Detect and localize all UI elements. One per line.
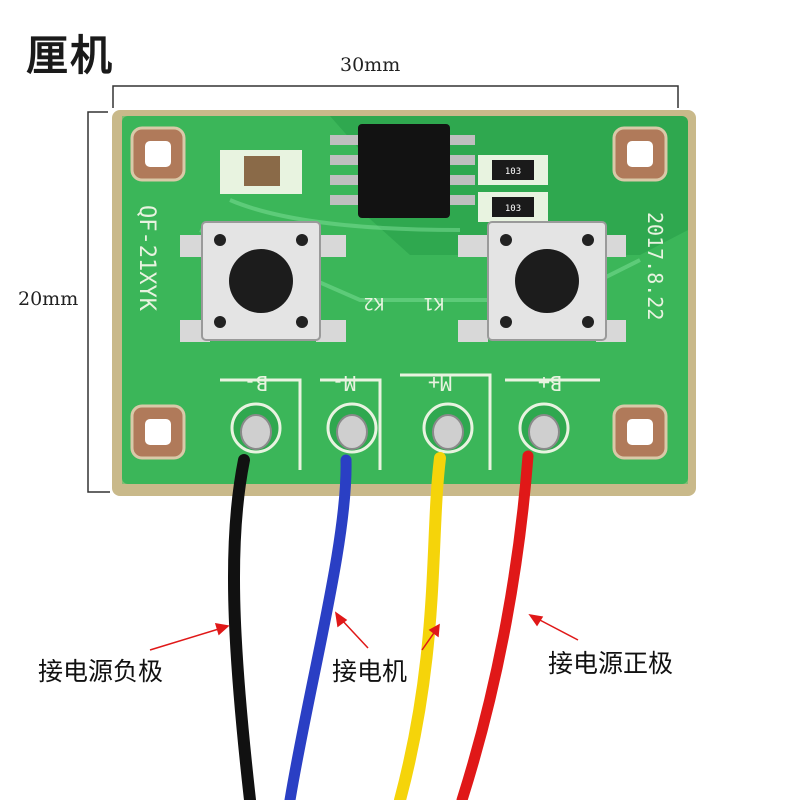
motor-terminal-label: 接电机 [332, 657, 408, 686]
blue-wire [284, 454, 352, 800]
red-wire [456, 450, 534, 800]
silkscreen: QF-21XYK 2017.8.22 K2 K1 B- M- M+ B+ [134, 205, 667, 395]
smd-capacitor [220, 150, 302, 194]
smd-resistors: 103 103 [478, 155, 548, 222]
pcb-board [112, 110, 696, 496]
button-label-k2: K2 [364, 293, 384, 313]
page-title: 厘机 [26, 31, 115, 80]
black-wire [227, 454, 256, 800]
yellow-wire [394, 452, 446, 800]
height-dimension-label: 20mm [18, 288, 79, 310]
board-id-text: QF-21XYK [134, 205, 159, 312]
mounting-holes [130, 126, 668, 460]
width-dimension-label: 30mm [340, 54, 401, 76]
resistor-code-1: 103 [505, 167, 521, 177]
solder-pads [230, 402, 570, 454]
resistor-code-2: 103 [505, 204, 521, 214]
ic-chip [330, 124, 475, 218]
pad-label-b-plus: B+ [538, 371, 562, 395]
negative-terminal-label: 接电源负极 [38, 657, 164, 686]
positive-terminal-label: 接电源正极 [548, 649, 674, 678]
dimension-lines [87, 85, 679, 493]
button-label-k1: K1 [424, 293, 444, 313]
tactile-button-right [458, 221, 626, 342]
pad-label-m-plus: M+ [428, 371, 452, 395]
pad-label-m-minus: M- [332, 371, 356, 395]
tactile-button-left [180, 221, 346, 342]
annotation-arrows [149, 611, 579, 651]
pad-label-b-minus: B- [244, 371, 268, 395]
board-date-text: 2017.8.22 [643, 212, 667, 320]
wires [227, 450, 534, 800]
